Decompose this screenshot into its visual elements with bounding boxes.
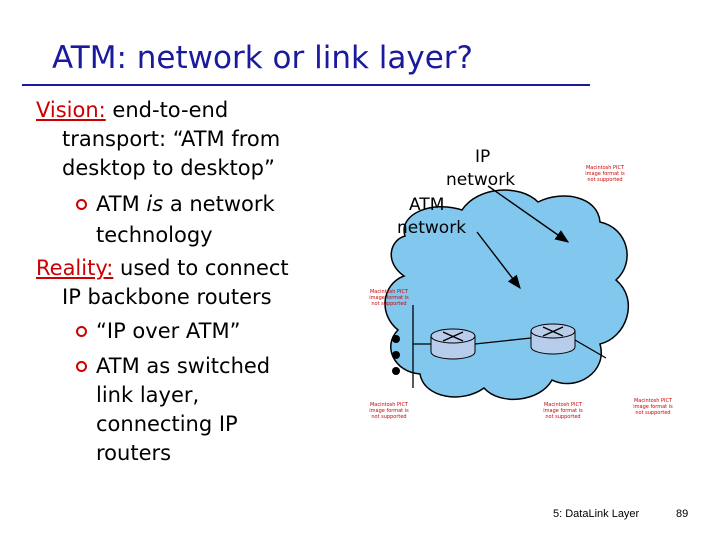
image-placeholder: Macintosh PICT image format is not suppo…	[633, 398, 673, 416]
bullet-icon	[76, 361, 87, 372]
bullet-1-text-b: a network	[163, 192, 275, 216]
ip-label: IP	[475, 147, 491, 167]
reality-line-2: IP backbone routers	[62, 285, 272, 309]
ip-network-arrow	[487, 185, 570, 243]
bullet-atm-switched-line-1: ATM as switched	[96, 354, 271, 378]
vision-text-1: end-to-end	[105, 98, 229, 122]
image-placeholder: Macintosh PICT image format is not suppo…	[585, 165, 625, 183]
atm-network-arrow	[476, 231, 521, 290]
bullet-icon	[76, 199, 87, 210]
page-number: 89	[676, 508, 689, 520]
reality-line-1: Reality: used to connect	[36, 256, 289, 280]
footer-chapter: 5: DataLink Layer	[553, 508, 640, 520]
ellipsis-dot	[392, 335, 400, 343]
image-placeholder: Macintosh PICT image format is not suppo…	[369, 289, 409, 307]
title-underline	[22, 84, 590, 86]
switch-link	[474, 337, 532, 345]
right-link	[574, 339, 607, 359]
reality-label: Reality:	[36, 256, 114, 280]
bullet-atm-switched-line-3: connecting IP	[96, 412, 238, 436]
atm-switch-icon	[530, 323, 576, 355]
bullet-icon	[76, 326, 87, 337]
ip-network-label: network	[446, 170, 516, 190]
bullet-ip-over-atm: “IP over ATM”	[96, 319, 241, 343]
slide-title: ATM: network or link layer?	[52, 40, 473, 76]
bullet-atm-switched-line-2: link layer,	[96, 383, 200, 407]
image-placeholder: Macintosh PICT image format is not suppo…	[369, 402, 409, 420]
atm-switch-icon	[430, 328, 476, 360]
ellipsis-dot	[392, 367, 400, 375]
bullet-1-emphasis: is	[146, 192, 164, 216]
vision-label: Vision:	[36, 98, 106, 122]
ellipsis-dot	[392, 351, 400, 359]
image-placeholder: Macintosh PICT image format is not suppo…	[543, 402, 583, 420]
bullet-atm-network: ATM is a network	[96, 192, 275, 216]
bullet-1-text-a: ATM	[96, 192, 147, 216]
bullet-atm-switched-line-4: routers	[96, 441, 172, 465]
atm-network-label: network	[397, 218, 467, 238]
reality-text-1: used to connect	[113, 256, 289, 280]
vision-line-1: Vision: end-to-end	[36, 98, 228, 122]
atm-label: ATM	[409, 195, 445, 215]
vision-line-2: transport: “ATM from	[62, 127, 281, 151]
vision-line-3: desktop to desktop”	[62, 156, 275, 180]
bullet-1-line-2: technology	[96, 223, 213, 247]
